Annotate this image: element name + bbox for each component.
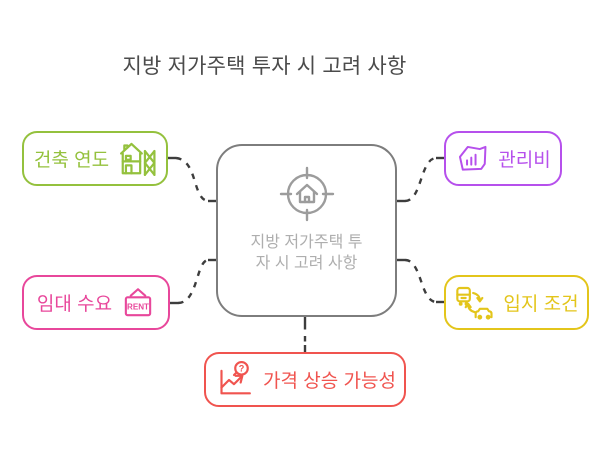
connector-center-to-location	[397, 258, 444, 304]
node-location-conditions: 입지 조건	[444, 275, 589, 330]
connector-rental-to-center	[170, 258, 216, 305]
house-construction-icon	[120, 142, 156, 176]
node-rental-demand-label: 임대 수요	[36, 294, 113, 315]
node-rental-demand: 임대 수요 RENT	[22, 275, 170, 330]
node-construction-year: 건축 연도	[22, 131, 168, 186]
node-price-upside: ? 가격 상승 가능성	[204, 352, 406, 407]
house-target-icon	[279, 166, 334, 222]
chart-question-icon: ?	[220, 360, 251, 394]
connector-center-to-maintenance	[397, 156, 444, 203]
node-construction-year-label: 건축 연도	[33, 150, 110, 171]
connector-construction-to-center	[168, 156, 216, 203]
node-maintenance-fee-label: 관리비	[498, 150, 551, 171]
transit-transfer-icon	[456, 286, 493, 320]
center-node: 지방 저가주택 투자 시 고려 사항	[216, 144, 397, 317]
receipt-chart-icon	[459, 145, 487, 171]
node-location-conditions-label: 입지 조건	[503, 294, 579, 315]
question-mark-text: ?	[239, 363, 245, 373]
rent-sign-text: RENT	[127, 302, 149, 311]
page-title: 지방 저가주택 투자 시 고려 사항	[122, 55, 407, 78]
node-maintenance-fee: 관리비	[444, 131, 562, 186]
rent-sign-icon: RENT	[124, 287, 152, 316]
node-price-upside-label: 가격 상승 가능성	[263, 371, 396, 392]
center-node-label: 지방 저가주택 투자 시 고려 사항	[250, 234, 363, 273]
